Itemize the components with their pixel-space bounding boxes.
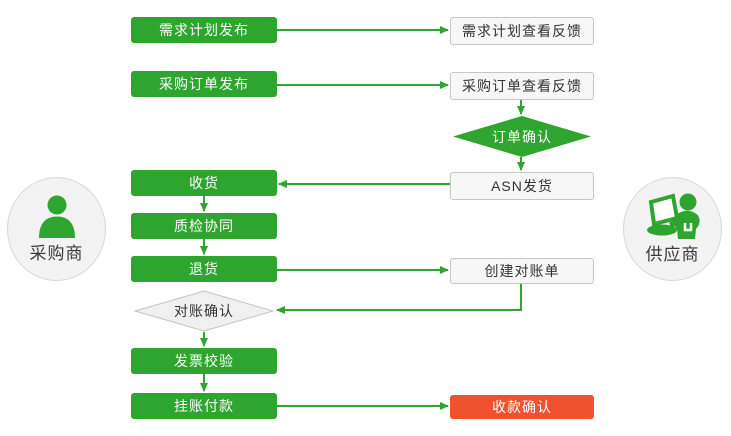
node-return-goods: 退货: [131, 256, 277, 282]
supplier-label: 供应商: [645, 245, 700, 264]
node-quality-collab: 质检协同: [131, 213, 277, 239]
person-icon: [38, 195, 75, 238]
node-label: 对账确认: [174, 303, 234, 319]
node-po-feedback: 采购订单查看反馈: [450, 72, 594, 100]
node-create-statement: 创建对账单: [450, 258, 594, 284]
node-order-confirm: 订单确认: [453, 116, 591, 157]
node-invoice-verify: 发票校验: [131, 348, 277, 374]
node-demand-plan-publish: 需求计划发布: [131, 17, 277, 43]
person-laptop-icon: [646, 193, 700, 239]
diamond-shape: [133, 290, 275, 332]
buyer-actor: 采购商: [7, 177, 106, 281]
node-pending-payment: 挂账付款: [131, 393, 277, 419]
diamond-shape: [453, 116, 591, 157]
node-label: 订单确认: [492, 128, 552, 145]
edge-statement-to-reconcile: [276, 284, 522, 314]
node-reconcile-confirm: 对账确认: [133, 290, 275, 332]
buyer-label: 采购商: [29, 244, 84, 263]
node-po-publish: 采购订单发布: [131, 71, 277, 97]
node-demand-plan-feedback: 需求计划查看反馈: [450, 17, 594, 45]
node-asn-ship: ASN发货: [450, 172, 594, 200]
node-receipt-confirm: 收款确认: [450, 395, 594, 419]
node-receive: 收货: [131, 170, 277, 196]
supplier-actor: 供应商: [623, 177, 722, 281]
